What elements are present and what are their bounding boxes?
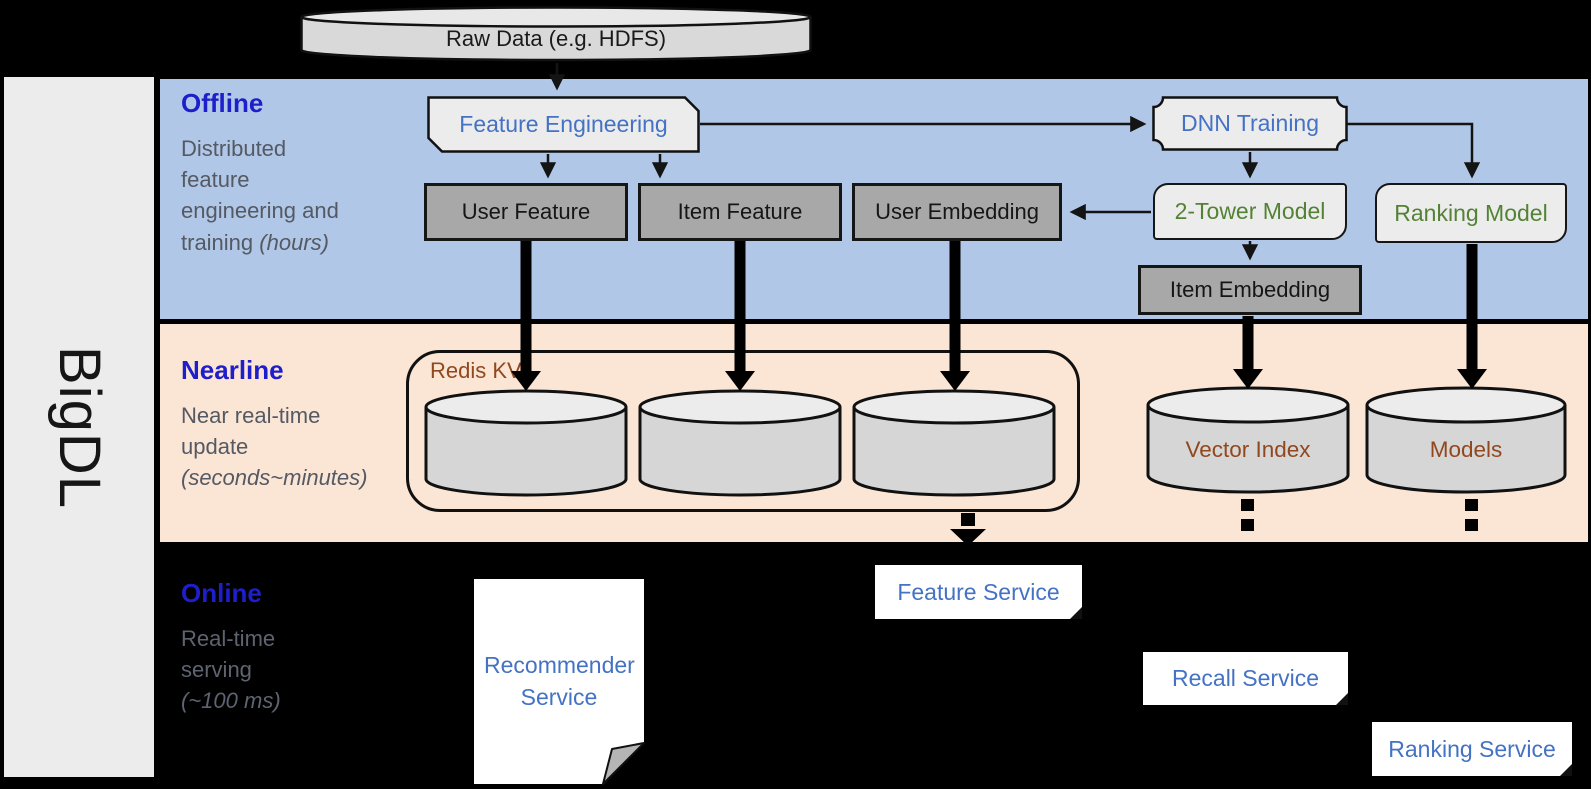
offline-desc-text: Distributed feature engineering and trai…: [181, 136, 339, 255]
offline-desc-italic: (hours): [259, 229, 329, 255]
nearline-section-header: Nearline Near real-time update (seconds~…: [181, 355, 441, 494]
nearline-desc-text: Near real-time update: [181, 403, 321, 460]
recommender-service-doc: Recommender Service: [473, 578, 645, 785]
ranking-model-box: Ranking Model: [1375, 183, 1567, 243]
cylinder-shape: [638, 389, 842, 497]
raw-data-label: Raw Data (e.g. HDFS): [445, 26, 667, 51]
user-feature-box: User Feature: [424, 183, 628, 241]
feature-service-label: Feature Service: [897, 578, 1060, 605]
offline-section-header: Offline Distributed feature engineering …: [181, 88, 431, 258]
recall-service-box: Recall Service: [1143, 652, 1348, 705]
redis-kv-label: Redis KV: [430, 358, 522, 383]
recall-service-label: Recall Service: [1172, 665, 1319, 691]
online-title: Online: [181, 578, 262, 608]
nearline-title: Nearline: [181, 355, 284, 385]
bigdl-label: BigDL: [46, 345, 112, 509]
raw-data-cylinder: Raw Data (e.g. HDFS): [300, 6, 812, 62]
user-embedding-label: User Embedding: [875, 199, 1039, 224]
online-desc: Real-time serving (~100 ms): [181, 623, 371, 717]
feature-engineering-label: Feature Engineering: [459, 111, 668, 137]
online-desc-text: Real-time serving: [181, 626, 276, 683]
kv-cylinder-3: [852, 388, 1056, 498]
models-label: Models: [1429, 437, 1503, 462]
online-desc-italic: (~100 ms): [181, 688, 281, 714]
document-shape: [474, 579, 645, 785]
item-embedding-box: Item Embedding: [1138, 265, 1362, 315]
vector-index-cylinder: Vector Index: [1146, 385, 1350, 497]
item-embedding-label: Item Embedding: [1169, 277, 1331, 302]
cylinder-shape: [1365, 386, 1567, 494]
two-tower-model-label: 2-Tower Model: [1174, 198, 1326, 224]
recommender-service-label: Recommender Service: [484, 652, 635, 710]
vector-index-label: Vector Index: [1185, 437, 1311, 462]
online-section-header: Online Real-time serving (~100 ms): [181, 578, 371, 717]
feature-service-box: Feature Service: [875, 565, 1082, 619]
nearline-desc: Near real-time update (seconds~minutes): [181, 400, 441, 494]
plaque-shape: [1152, 96, 1348, 151]
models-cylinder: Models: [1365, 385, 1567, 497]
feature-engineering-box: Feature Engineering: [427, 96, 700, 153]
item-feature-box: Item Feature: [638, 183, 842, 241]
offline-desc: Distributed feature engineering and trai…: [181, 133, 431, 258]
cylinder-shape: [300, 6, 812, 62]
item-feature-label: Item Feature: [677, 199, 803, 224]
snip-corner-shape: [427, 96, 700, 153]
dnn-training-box: DNN Training: [1152, 96, 1348, 151]
bigdl-sidebar: BigDL: [4, 77, 154, 777]
offline-title: Offline: [181, 88, 264, 118]
dnn-training-label: DNN Training: [1180, 110, 1320, 136]
user-feature-label: User Feature: [461, 199, 591, 224]
ranking-service-label: Ranking Service: [1388, 735, 1556, 762]
cylinder-shape: [424, 389, 628, 497]
ranking-model-label: Ranking Model: [1394, 199, 1548, 226]
ranking-service-box: Ranking Service: [1372, 722, 1572, 776]
cylinder-shape: [852, 389, 1056, 497]
kv-cylinder-2: [638, 388, 842, 498]
cylinder-shape: [1146, 386, 1350, 494]
kv-cylinder-1: [424, 388, 628, 498]
user-embedding-box: User Embedding: [852, 183, 1062, 241]
nearline-desc-italic: (seconds~minutes): [181, 465, 368, 491]
two-tower-model-box: 2-Tower Model: [1153, 183, 1347, 240]
